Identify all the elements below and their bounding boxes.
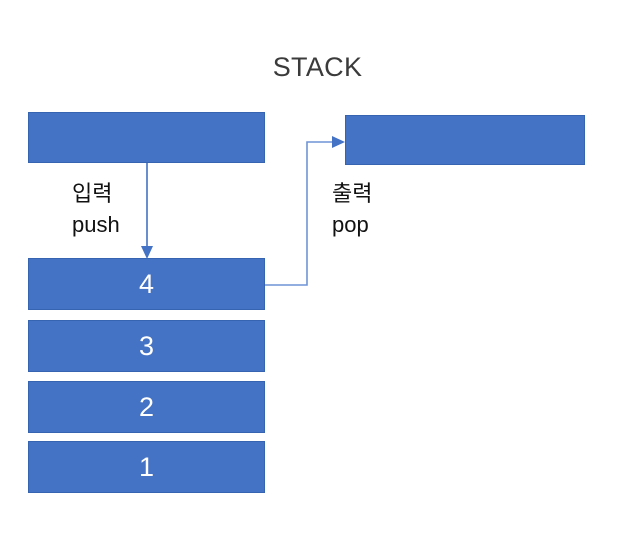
stack-cell-value: 2 xyxy=(138,391,155,422)
push-arrow-icon xyxy=(141,163,153,259)
push-label-korean: 입력 xyxy=(72,181,113,206)
pop-label-group: 출력 pop xyxy=(332,178,372,240)
stack-cell-top: 4 xyxy=(28,258,265,310)
output-buffer-box xyxy=(345,115,585,165)
push-label-english: push xyxy=(72,212,120,237)
input-buffer-box xyxy=(28,112,265,163)
page-title: STACK xyxy=(272,52,363,82)
stack-cell-middle-upper: 3 xyxy=(28,320,265,372)
stack-cell-bottom: 1 xyxy=(28,441,265,493)
stack-cell-value: 4 xyxy=(138,268,155,299)
pop-label-english: pop xyxy=(332,212,369,237)
pop-label-korean: 출력 xyxy=(332,181,373,206)
push-label-group: 입력 push xyxy=(72,178,120,240)
stack-cell-value: 3 xyxy=(138,330,155,361)
stack-cell-value: 1 xyxy=(138,451,155,482)
stack-cell-middle-lower: 2 xyxy=(28,381,265,433)
